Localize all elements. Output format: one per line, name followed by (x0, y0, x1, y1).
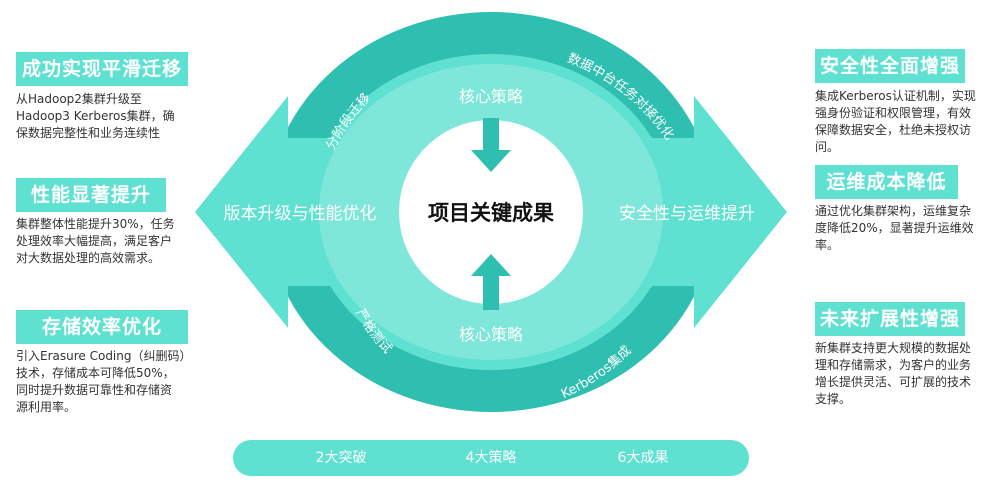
desc-line: 对大数据处理的高效需求。 (16, 251, 161, 265)
summary-item-breakthroughs: 2大突破 (315, 450, 367, 466)
right-item-desc-3: 新集群支持更大规模的数据处 理和存储需求，为客户的业务 增长提供灵活、可扩展的技… (815, 340, 1000, 408)
strategy-bottom-label: 核心策略 (459, 325, 523, 344)
desc-line: 率。 (815, 238, 840, 252)
desc-line: 保障数据安全，杜绝未授权访 (815, 123, 972, 137)
desc-line: 问。 (815, 140, 840, 154)
desc-line: 保数据完整性和业务连续性 (16, 126, 161, 140)
desc-line: 新集群支持更大规模的数据处 (815, 341, 972, 355)
desc-line: 同时提升数据可靠性和存储资 (16, 383, 173, 397)
right-item-desc-2: 通过优化集群架构，运维复杂 度降低20%，显著提升运维效 率。 (815, 203, 1000, 254)
desc-line: 支撑。 (815, 392, 852, 406)
center-title: 项目关键成果 (428, 201, 554, 225)
right-item-title-3: 未来扩展性增强 (815, 302, 965, 336)
desc-line: 增长提供灵活、可扩展的技术 (815, 375, 972, 389)
right-arrow-label: 安全性与运维提升 (619, 204, 755, 224)
left-item-desc-1: 从Hadoop2集群升级至 Hadoop3 Kerberos集群，确 保数据完整… (16, 91, 196, 142)
up-arrow-icon (471, 254, 511, 310)
desc-line: 源利用率。 (16, 400, 77, 414)
right-item-title-1: 安全性全面增强 (815, 49, 965, 83)
left-arrow (195, 96, 418, 328)
strategy-top-label: 核心策略 (459, 87, 523, 106)
left-item-title-1: 成功实现平滑迁移 (16, 52, 188, 86)
desc-line: 通过优化集群架构，运维复杂 (815, 204, 972, 218)
desc-line: Hadoop3 Kerberos集群，确 (16, 109, 175, 123)
right-item-title-2: 运维成本降低 (815, 165, 958, 199)
desc-line: 技术，存储成本可降低50%， (16, 366, 175, 380)
summary-item-results: 6大成果 (617, 450, 669, 466)
summary-bar: 2大突破 4大策略 6大成果 (233, 440, 749, 476)
desc-line: 从Hadoop2集群升级至 (16, 92, 142, 106)
left-item-title-3: 存储效率优化 (16, 310, 188, 344)
desc-line: 度降低20%，显著提升运维效 (815, 221, 974, 235)
center-circle (399, 120, 583, 304)
desc-line: 集成Kerberos认证机制，实现 (815, 89, 976, 103)
right-arrow (564, 96, 787, 328)
down-arrow-icon (471, 118, 511, 172)
desc-line: 引入Erasure Coding（纠删码） (16, 349, 192, 363)
left-item-desc-2: 集群整体性能提升30%，任务 处理效率大幅提高，满足客户 对大数据处理的高效需求… (16, 216, 196, 267)
left-arrow-label: 版本升级与性能优化 (224, 204, 377, 224)
summary-item-strategies: 4大策略 (465, 450, 517, 466)
left-item-desc-3: 引入Erasure Coding（纠删码） 技术，存储成本可降低50%， 同时提… (16, 348, 206, 416)
desc-line: 理和存储需求，为客户的业务 (815, 358, 972, 372)
left-item-title-2: 性能显著提升 (16, 178, 166, 212)
desc-line: 处理效率大幅提高，满足客户 (16, 234, 173, 248)
desc-line: 强身份验证和权限管理，有效 (815, 106, 972, 120)
right-item-desc-1: 集成Kerberos认证机制，实现 强身份验证和权限管理，有效 保障数据安全，杜… (815, 88, 1000, 156)
desc-line: 集群整体性能提升30%，任务 (16, 217, 175, 231)
